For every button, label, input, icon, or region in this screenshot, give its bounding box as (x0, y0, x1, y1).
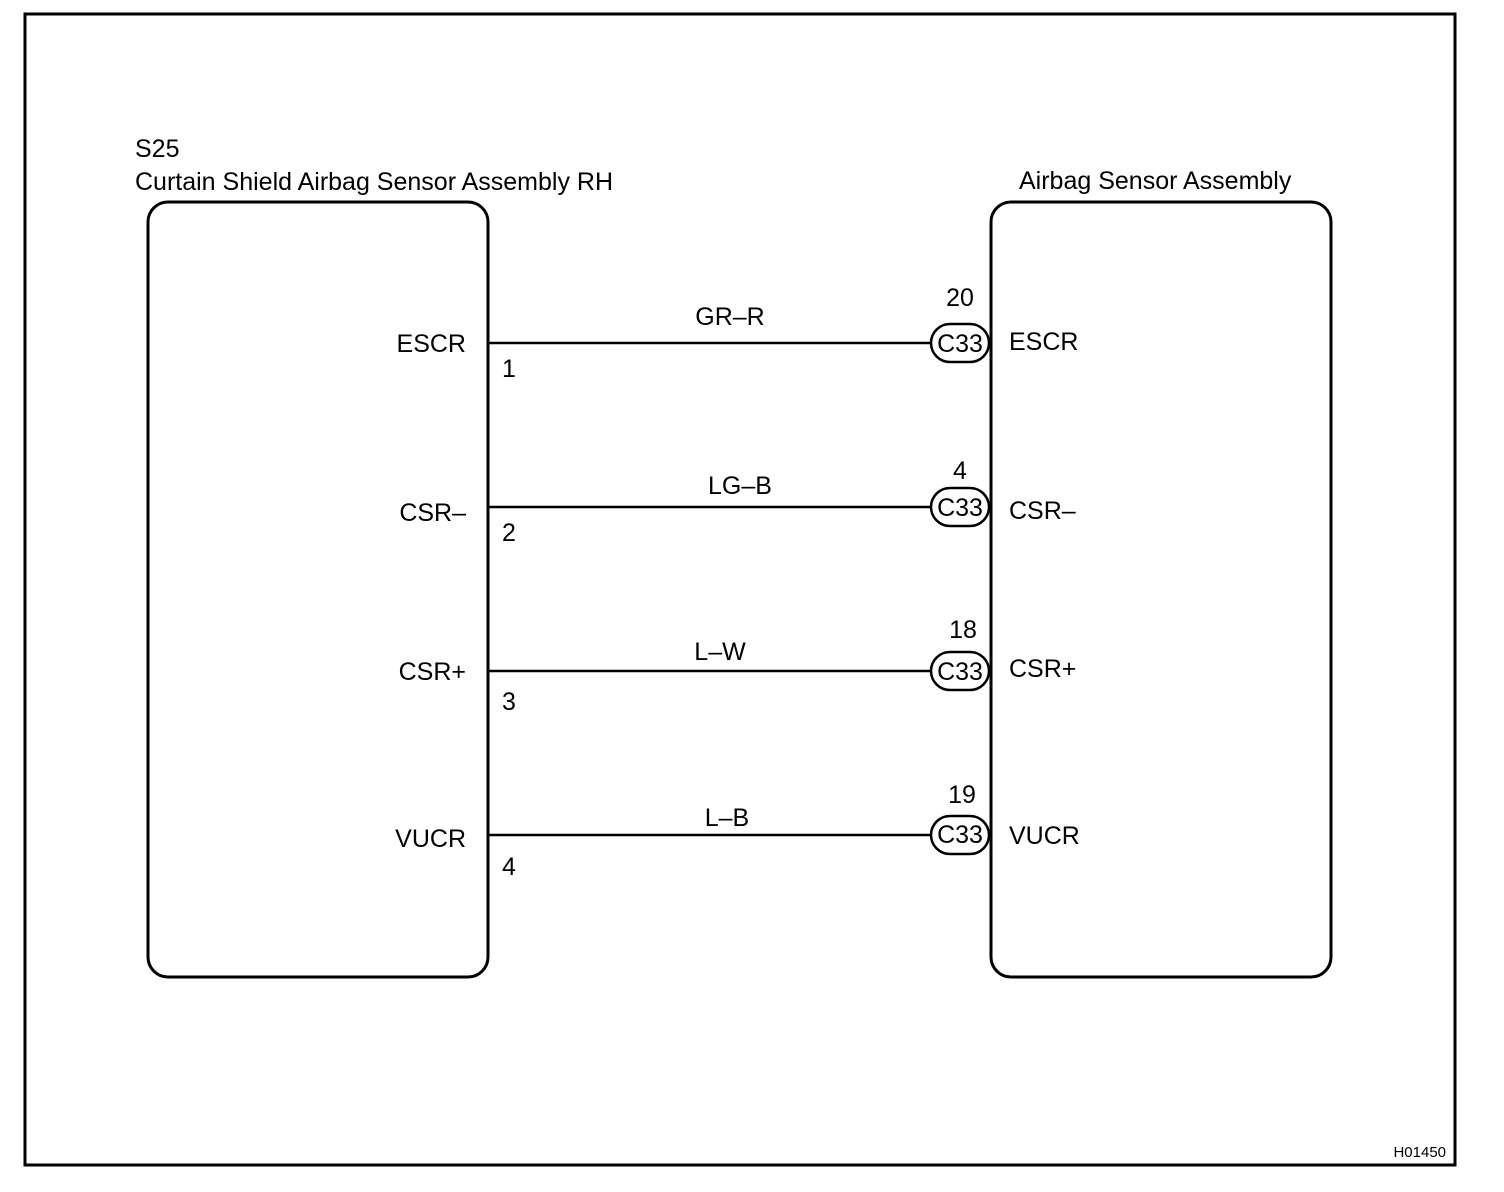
right-terminal-label: VUCR (1009, 822, 1080, 850)
wire-color-label: GR–R (695, 303, 764, 331)
figure-id: H01450 (1393, 1144, 1446, 1161)
left-component-code: S25 (135, 135, 179, 163)
left-terminal-label: VUCR (395, 825, 466, 853)
left-terminal-label: CSR– (399, 499, 466, 527)
diagram-frame (23, 12, 1457, 1167)
connector-badge (929, 322, 991, 364)
left-component-box (146, 200, 490, 979)
right-pin-number: 19 (948, 781, 976, 809)
right-component-box (989, 200, 1333, 979)
connector-code: C33 (937, 658, 983, 686)
right-terminal-label: CSR– (1009, 497, 1076, 525)
circuit-row: CSR– 2 LG–B 4 C33 CSR– (399, 457, 1075, 547)
wire-color-label: L–W (694, 638, 746, 666)
left-terminal-label: ESCR (397, 330, 466, 358)
connector-badge (929, 486, 991, 528)
left-pin-number: 4 (502, 853, 516, 881)
left-terminal-label: CSR+ (399, 658, 466, 686)
circuit-row: CSR+ 3 L–W 18 C33 CSR+ (399, 616, 1077, 716)
wire-color-label: LG–B (708, 472, 772, 500)
right-terminal-label: CSR+ (1009, 655, 1076, 683)
left-pin-number: 3 (502, 688, 516, 716)
right-pin-number: 20 (946, 284, 974, 312)
left-pin-number: 1 (502, 355, 516, 383)
connector-badge (929, 650, 991, 692)
connector-code: C33 (937, 821, 983, 849)
left-component-name: Curtain Shield Airbag Sensor Assembly RH (135, 168, 613, 196)
right-component-name: Airbag Sensor Assembly (1019, 167, 1292, 195)
left-pin-number: 2 (502, 519, 516, 547)
connector-badge (929, 814, 991, 856)
wire-color-label: L–B (705, 804, 749, 832)
connector-code: C33 (937, 494, 983, 522)
right-pin-number: 4 (953, 457, 967, 485)
circuit-row: VUCR 4 L–B 19 C33 VUCR (395, 781, 1080, 881)
right-terminal-label: ESCR (1009, 328, 1078, 356)
circuit-row: ESCR 1 GR–R 20 C33 ESCR (397, 284, 1079, 383)
connector-code: C33 (937, 330, 983, 358)
right-pin-number: 18 (949, 616, 977, 644)
